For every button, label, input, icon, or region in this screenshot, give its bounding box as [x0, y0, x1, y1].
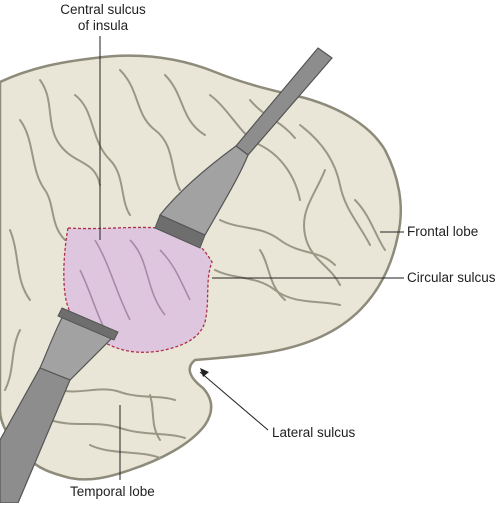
- lower-retractor: [0, 307, 119, 504]
- temporal-lobe-label: Temporal lobe: [70, 484, 155, 499]
- gyri-lines: [4, 69, 386, 459]
- lateral-sulcus-label: Lateral sulcus: [272, 425, 356, 440]
- insula-gyri: [79, 239, 191, 331]
- leader-lines: [99, 36, 404, 480]
- circular-sulcus-label: Circular sulcus: [407, 270, 496, 285]
- frontal-lobe-label: Frontal lobe: [407, 224, 479, 239]
- central-sulcus-label-line2: of insula: [77, 18, 129, 33]
- upper-retractor: [154, 47, 333, 249]
- central-sulcus-label-line1: Central sulcus: [60, 2, 146, 17]
- central-sulcus-label: Central sulcus of insula: [38, 2, 168, 34]
- lateral-sulcus-arrowhead: [200, 368, 209, 377]
